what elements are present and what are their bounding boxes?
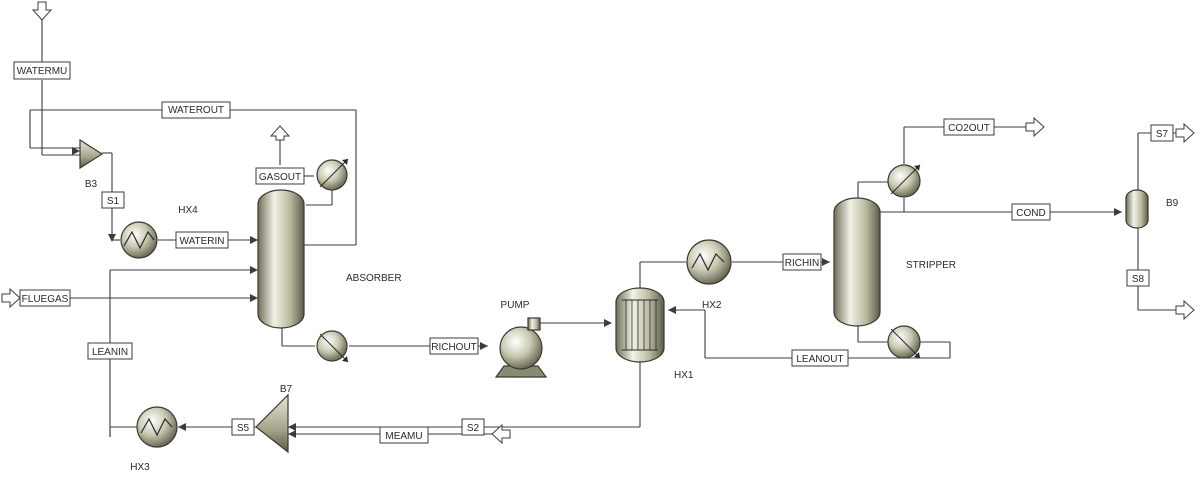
stream-label: FLUEGAS [22,294,69,305]
stream-tag-meamu[interactable]: MEAMU [379,426,429,444]
stream-tag-fluegas[interactable]: FLUEGAS [19,289,71,307]
stream-tag-waterin[interactable]: WATERIN [175,231,229,249]
stream-tag-leanout[interactable]: LEANOUT [791,349,849,367]
arrow-leanin [250,266,258,274]
absorber-condenser-icon[interactable] [316,158,349,191]
stream-tag-watermu[interactable]: WATERMU [13,61,71,80]
stream-tag-co2out[interactable]: CO2OUT [943,118,995,136]
block-label-b7: B7 [280,384,293,395]
stream-tag-s2[interactable]: S2 [461,418,485,436]
stream-label: RICHOUT [431,342,477,353]
stripper-condenser-icon[interactable] [887,164,921,198]
pump-icon[interactable] [494,317,548,378]
stream-label: S8 [1132,274,1145,285]
block-label-hx4: HX4 [178,205,198,216]
stripper-reboiler-icon[interactable] [887,325,921,359]
co2out-product-arrow-icon[interactable] [1025,116,1045,138]
arrow-waterin [250,236,258,244]
block-label-hx3: HX3 [130,462,150,473]
stream-label: RICHIN [785,258,819,269]
stream-tag-cond[interactable]: COND [1011,203,1051,221]
stream-label: MEAMU [385,431,422,442]
gasout-product-arrow-icon[interactable] [269,125,291,141]
block-label-stripper: STRIPPER [906,260,956,271]
stream-tag-s7[interactable]: S7 [1150,124,1174,142]
meamu-feed-arrow-icon[interactable] [491,423,511,445]
stream-label: WATERMU [17,66,68,77]
hx2-heater-icon[interactable] [686,239,732,285]
hx3-heater-icon[interactable] [136,406,178,448]
arrow-richout [480,342,488,350]
b3-mixer-icon[interactable] [79,138,104,170]
stream-tag-s1[interactable]: S1 [101,191,125,209]
stream-label: S5 [237,423,250,434]
feed-arrow-icon[interactable] [31,1,53,21]
stripper-column-icon[interactable] [833,197,881,327]
block-label-pump: PUMP [501,300,530,311]
terminal-arrows [1,1,1195,445]
stream-label: S2 [467,423,480,434]
absorber-column-icon[interactable] [257,189,305,329]
arrow-cond [1114,208,1122,216]
block-label-b9: B9 [1166,198,1179,209]
arrow-s2 [288,423,296,431]
stream-label: S7 [1156,129,1169,140]
block-label-b3: B3 [85,179,98,190]
b7-mixer-icon[interactable] [255,393,289,454]
stream-tag-s8[interactable]: S8 [1126,269,1150,287]
stream-label: LEANIN [92,347,128,358]
stream-tag-s5[interactable]: S5 [231,418,255,436]
arrow-to-hx1 [604,319,612,327]
stream-label: CO2OUT [948,123,990,134]
arrow-fluegas [250,294,258,302]
b9-flash-drum-icon[interactable] [1125,189,1149,229]
equipment [79,138,1149,454]
block-label-absorber: ABSORBER [346,273,402,284]
s8-product-arrow-icon[interactable] [1175,299,1195,321]
block-labels: B3 HX4 ABSORBER PUMP HX2 HX1 STRIPPER B9… [85,179,1179,473]
stream-label: COND [1016,208,1045,219]
arrow-leanout [668,306,676,314]
stream-tag-richout[interactable]: RICHOUT [429,337,479,355]
arrow-to-b3 [72,147,80,155]
stream-arrowheads [72,147,1122,438]
arrow-richin [822,258,830,266]
stream-tag-gasout[interactable]: GASOUT [255,167,305,185]
stream-label: WATEROUT [168,105,224,116]
arrow-meamu [288,430,296,438]
arrow-s5 [178,423,186,431]
stream-label: LEANOUT [796,354,843,365]
stream-label: WATERIN [180,236,225,247]
block-label-hx1: HX1 [674,370,694,381]
stream-tag-leanin[interactable]: LEANIN [87,342,133,360]
block-label-hx2: HX2 [702,300,722,311]
stream-tag-richin[interactable]: RICHIN [782,253,822,271]
fluegas-feed-arrow-icon[interactable] [1,287,21,309]
absorber-cooler-icon[interactable] [316,330,349,363]
hx4-heater-icon[interactable] [120,221,158,259]
stream-lines [29,20,1176,437]
stream-label: S1 [107,196,120,207]
arrow-s1 [108,234,116,242]
stream-tags: WATERMU WATEROUT GASOUT S1 WATERIN FLUEG… [13,61,1174,444]
hx1-exchanger-icon[interactable] [615,287,665,363]
s7-product-arrow-icon[interactable] [1175,122,1195,144]
stream-label: GASOUT [259,172,301,183]
stream-tag-waterout[interactable]: WATEROUT [161,101,231,119]
